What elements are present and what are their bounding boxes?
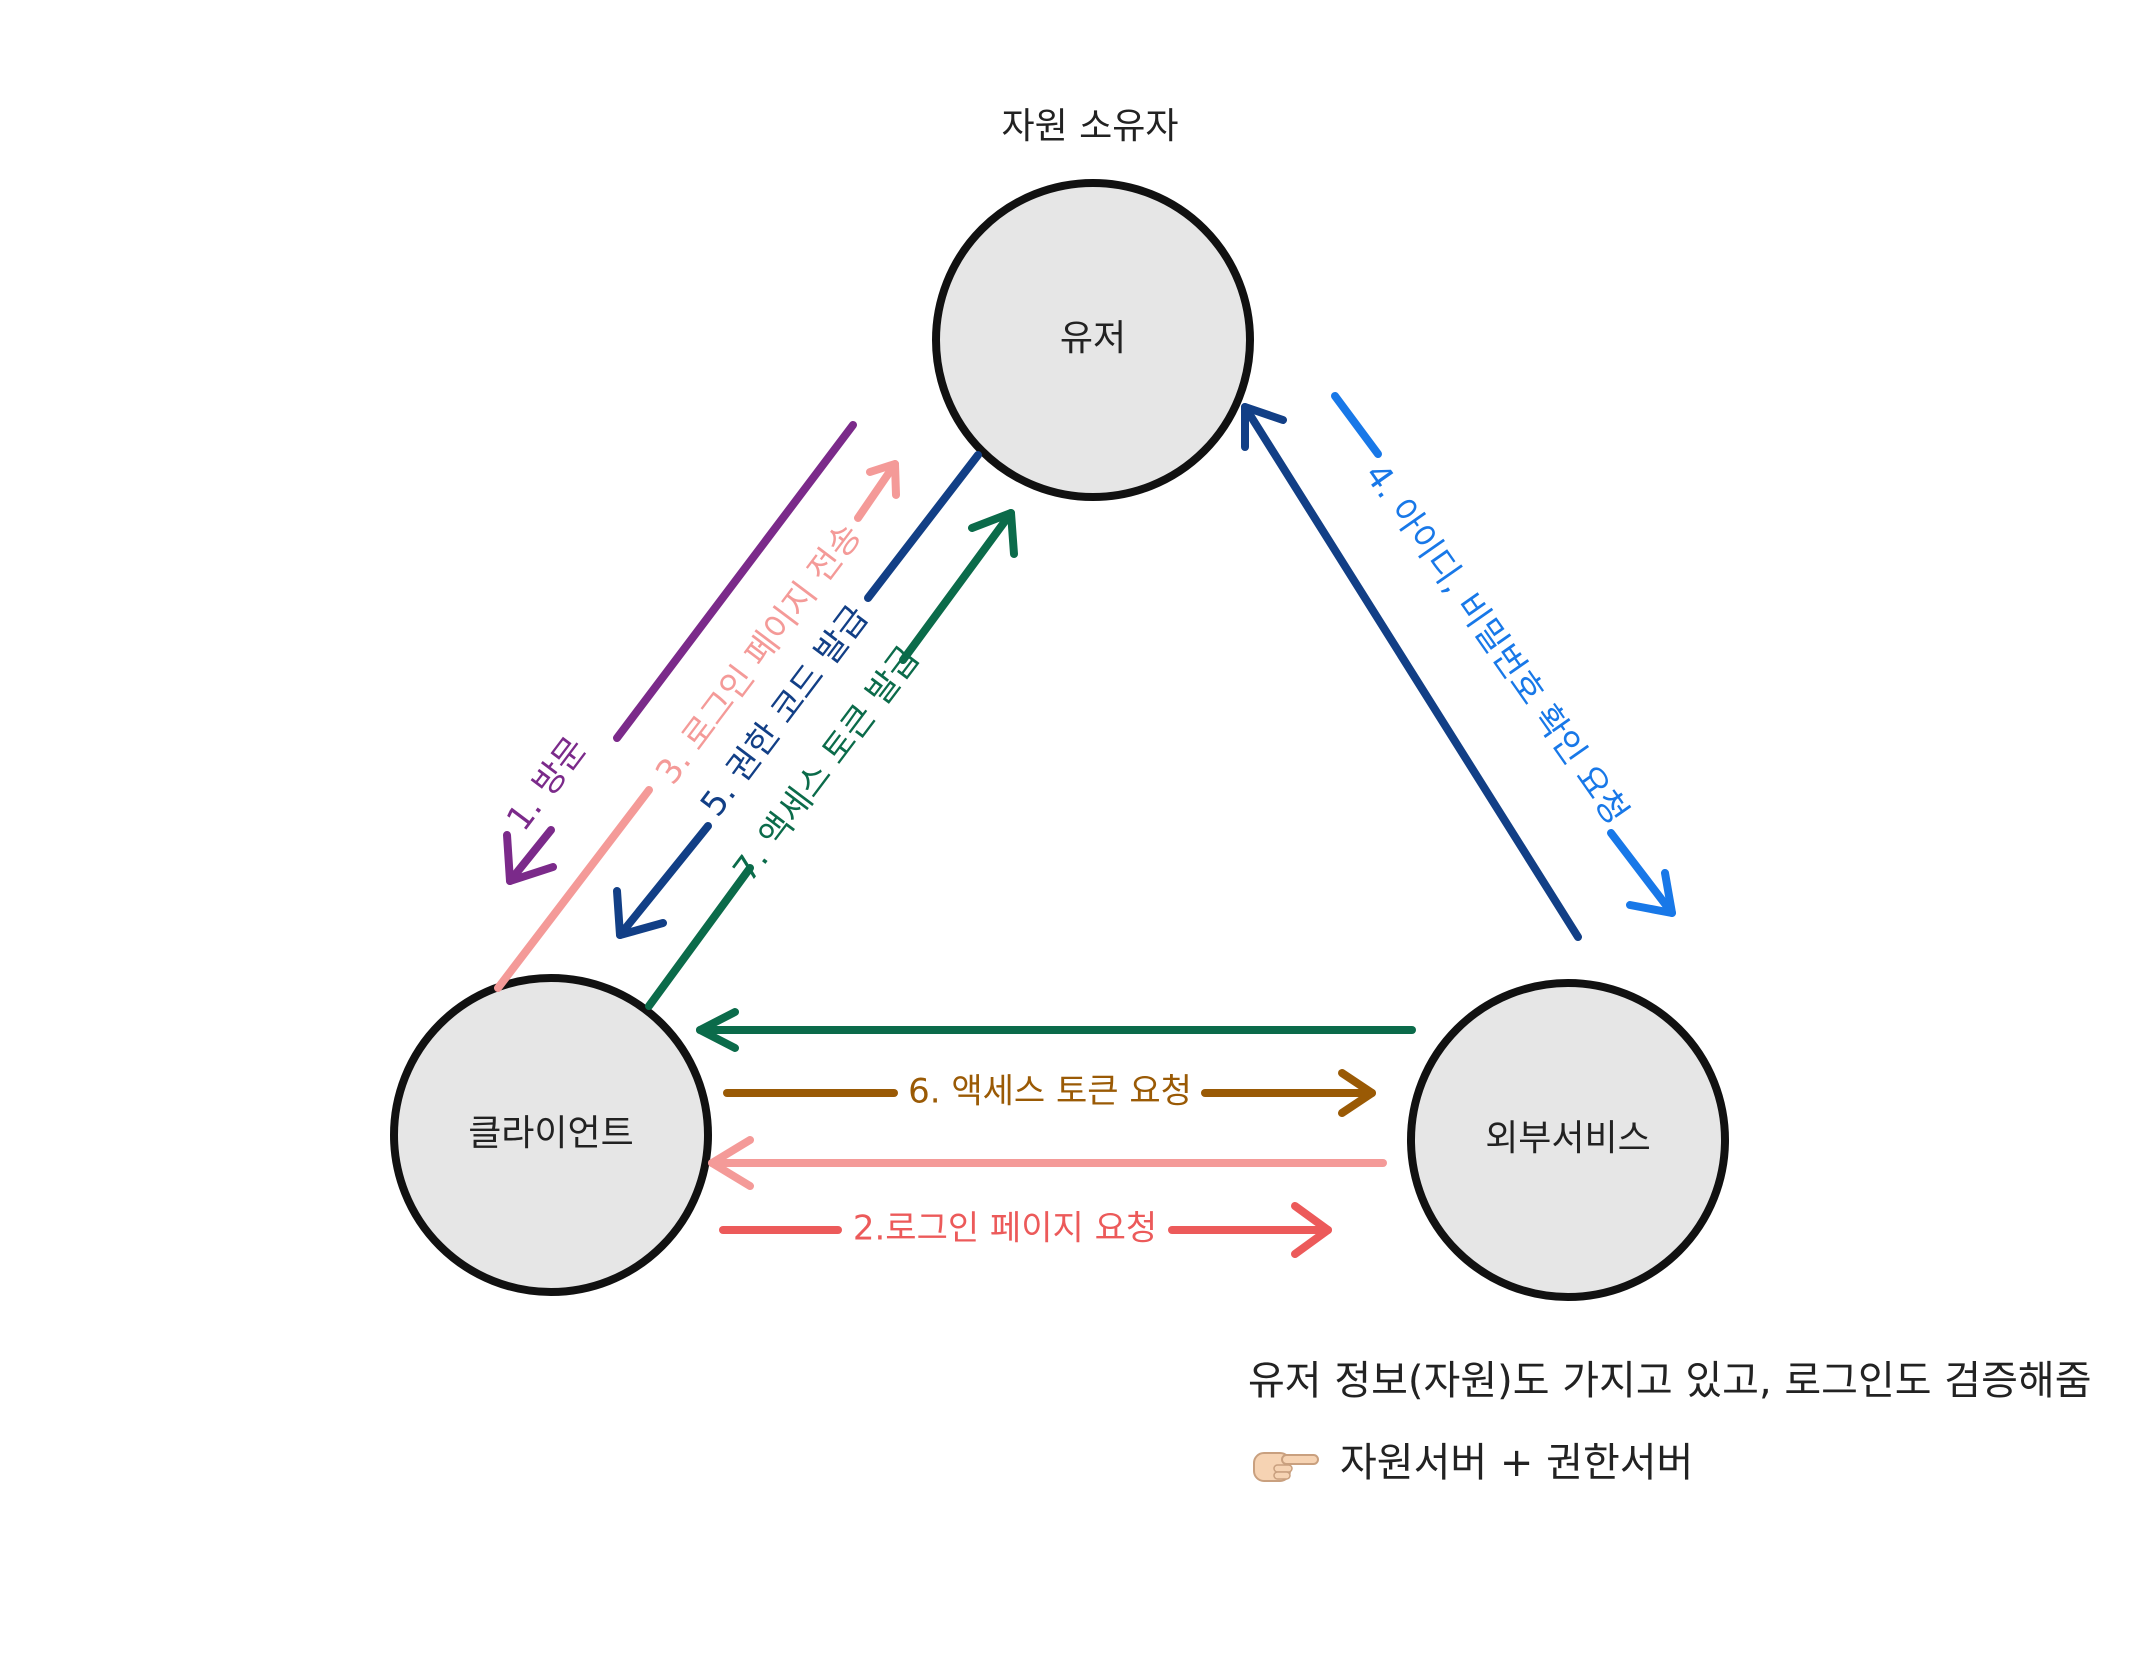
edge-6-label: 6. 액세스 토큰 요청 <box>908 1072 1192 1112</box>
external-service-node: 외부서비스 <box>1407 979 1729 1301</box>
client-node-label: 클라이언트 <box>468 1113 634 1154</box>
edge-1-label: 1. 방문 <box>499 730 595 839</box>
resource-owner-caption: 자원 소유자 <box>1001 106 1178 147</box>
edge-6-access-token-request: 6. 액세스 토큰 요청 <box>723 1069 1376 1117</box>
edge-external-to-user <box>1241 403 1582 941</box>
note-line-2: 자원서버 + 권한서버 <box>1340 1440 1694 1486</box>
edge-2-login-page-request: 2.로그인 페이지 요청 <box>719 1202 1332 1258</box>
edge-5-auth-code-issue: 5. 권한 코드 발급 <box>613 451 982 939</box>
note-line-1: 유저 정보(자원)도 가지고 있고, 로그인도 검증해줌 <box>1248 1358 2092 1404</box>
edge-token-to-client <box>696 1008 1416 1052</box>
user-node-label: 유저 <box>1060 318 1126 359</box>
edge-page-to-client <box>708 1136 1387 1190</box>
edge-2-label: 2.로그인 페이지 요청 <box>853 1209 1157 1249</box>
user-node: 유저 <box>932 179 1254 501</box>
client-node: 클라이언트 <box>390 974 712 1296</box>
note-line-2-row: 자원서버 + 권한서버 <box>1252 1430 1693 1488</box>
pointing-hand-icon <box>1252 1443 1322 1487</box>
external-service-node-label: 외부서비스 <box>1485 1118 1651 1159</box>
edge-4-credential-check: 4. 아이디, 비밀번호 확인 요청 <box>1331 392 1676 917</box>
